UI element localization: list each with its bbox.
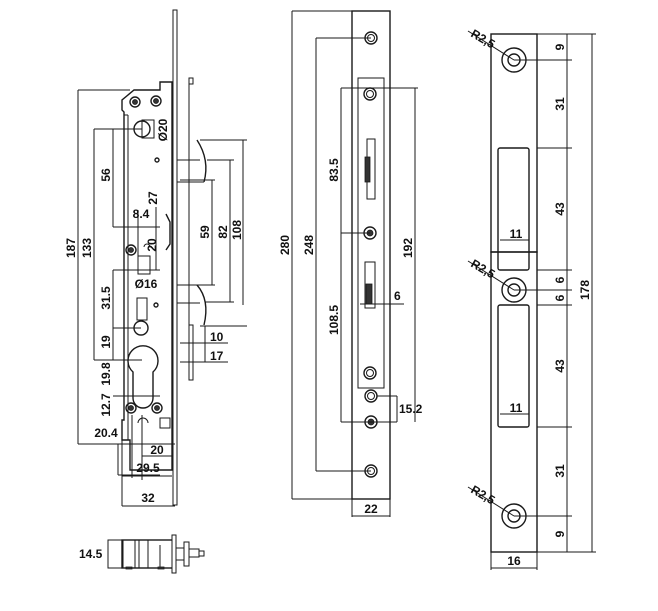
dim-spindle-to-cylinder: 56	[99, 168, 113, 182]
lock-body-view	[121, 9, 207, 506]
dim-strike-mid-gap-bottom: 6	[553, 294, 567, 301]
dim-faceplate-hole-spacing: 248	[302, 235, 316, 255]
strike-labels: R2,5 R2,5 R2,5 9 31 43 11 6 6 178 43 11 …	[469, 26, 593, 568]
dim-backset-left: 20.4	[94, 426, 118, 440]
dim-latch-throw: 10	[210, 330, 224, 344]
dim-cylinder-diameter: Ø16	[135, 277, 158, 291]
dim-upper-cylinder-offset: 31.5	[99, 286, 113, 310]
dim-cylinder-lower: 19.8	[99, 362, 113, 386]
dim-strike-slot-width-upper: 11	[510, 227, 523, 241]
strike-dimension-lines	[467, 30, 596, 570]
dim-strike-radius-top: R2,5	[469, 26, 498, 51]
dim-strike-lower-slot: 43	[553, 359, 567, 373]
dim-strike-bottom-edge: 9	[553, 530, 567, 537]
dim-cylinder-upper: 19	[99, 335, 113, 349]
dim-strike-total-length: 178	[578, 280, 592, 300]
dim-strike-radius-bottom: R2,5	[469, 482, 498, 507]
dim-faceplate-lower-offset: 108.5	[327, 305, 341, 335]
faceplate-labels: 280 248 192 83.5 108.5 6 15.2 22	[278, 158, 423, 516]
dim-faceplate-bolt-width: 6	[394, 289, 401, 303]
faceplate-dimension-lines	[291, 10, 418, 517]
dim-bolt-throw: 17	[210, 349, 224, 363]
dim-faceplate-length: 280	[278, 235, 292, 255]
dim-height-inner: 133	[80, 238, 94, 258]
bolt-upper	[196, 139, 207, 183]
dim-side-thickness: 14.5	[79, 547, 103, 561]
lock-dimension-lines	[77, 89, 247, 507]
dim-strike-bottom-gap: 31	[553, 464, 567, 478]
dim-faceplate-hole-gap: 15.2	[399, 402, 423, 416]
dim-faceplate-keeper-length: 192	[401, 238, 415, 258]
dim-strike-upper-slot: 43	[553, 202, 567, 216]
dim-strike-mid-gap-top: 6	[553, 276, 567, 283]
strike-plate-view	[490, 33, 538, 553]
dim-bolt-outer: 108	[230, 220, 244, 240]
lock-case	[121, 81, 173, 471]
dim-small-width: 8.4	[133, 207, 150, 221]
dim-strike-slot-width-lower: 11	[510, 401, 523, 415]
dim-spindle-diameter: Ø20	[156, 118, 170, 141]
dim-bolt-mid: 82	[216, 225, 230, 239]
dim-strike-width: 16	[507, 554, 521, 568]
lock-side-view	[107, 534, 205, 574]
dim-bolt-inner: 59	[198, 225, 212, 239]
lock-faceplate	[172, 9, 178, 506]
dim-latch-offset: 27	[146, 191, 160, 205]
dim-strike-top-edge: 9	[553, 43, 567, 50]
dim-total-width: 32	[141, 491, 155, 505]
dim-depth: 29.5	[136, 461, 160, 475]
dim-bottom-offset: 12.7	[99, 393, 113, 417]
cylinder-cutout	[127, 345, 159, 409]
dim-strike-top-gap: 31	[553, 97, 567, 111]
lock-labels: 187 133 Ø20 56 27 8.4 20 Ø16 31.5 19 19.…	[64, 118, 244, 561]
dim-faceplate-width: 22	[364, 502, 378, 516]
dim-height-total: 187	[64, 238, 78, 258]
faceplate-view	[351, 10, 391, 500]
dim-strike-radius-mid: R2,5	[469, 256, 498, 281]
dim-small-height: 20	[145, 238, 159, 252]
dim-backset: 20	[150, 443, 164, 457]
dim-faceplate-upper-offset: 83.5	[327, 158, 341, 182]
bolt-lower	[196, 284, 207, 326]
